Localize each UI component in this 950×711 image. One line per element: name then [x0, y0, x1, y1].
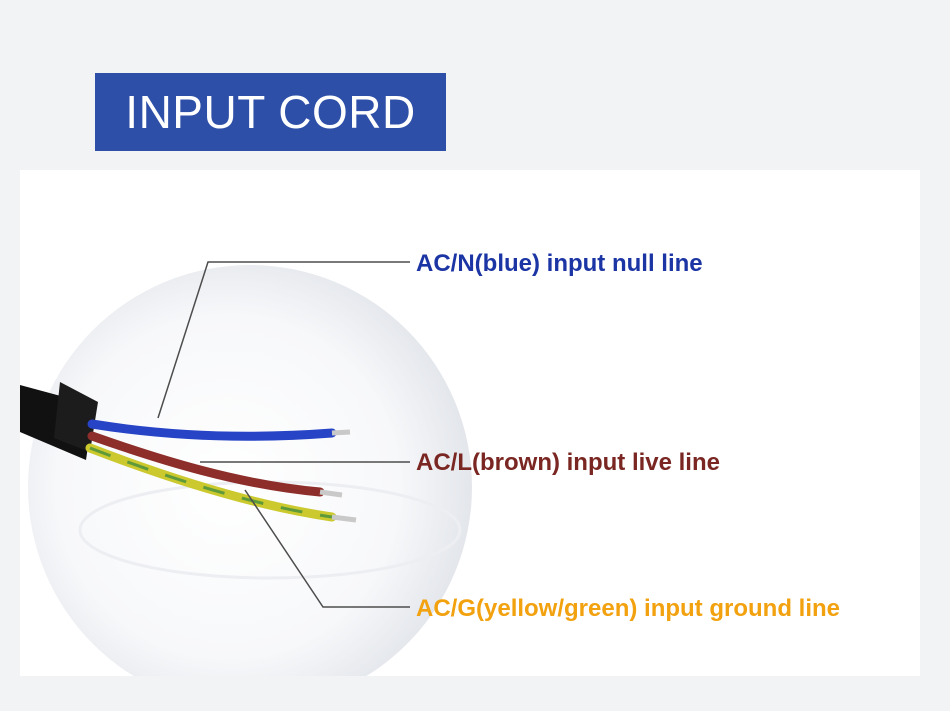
page-title: INPUT CORD: [95, 73, 446, 151]
yellow-green-stripe: [89, 446, 333, 519]
null-leader-line: [157, 261, 410, 419]
diagram-panel: AC/N(blue) input null line AC/L(brown) i…: [20, 170, 920, 676]
null-line-label: AC/N(blue) input null line: [416, 250, 703, 277]
brown-wire-tip: [319, 489, 343, 498]
ground-line-label: AC/G(yellow/green) input ground line: [416, 595, 840, 622]
page-title-text: INPUT CORD: [125, 86, 416, 138]
live-line-label: AC/L(brown) input live line: [416, 449, 720, 476]
cable-illustration: [20, 261, 472, 676]
magnifier-circle: [28, 265, 472, 676]
blue-wire-tip: [331, 429, 351, 436]
yellow-green-wire-tip: [331, 514, 357, 523]
brown-wire: [87, 431, 325, 497]
cable-jacket-end: [54, 382, 98, 452]
ground-leader-line: [244, 489, 410, 608]
blue-wire: [87, 419, 337, 441]
